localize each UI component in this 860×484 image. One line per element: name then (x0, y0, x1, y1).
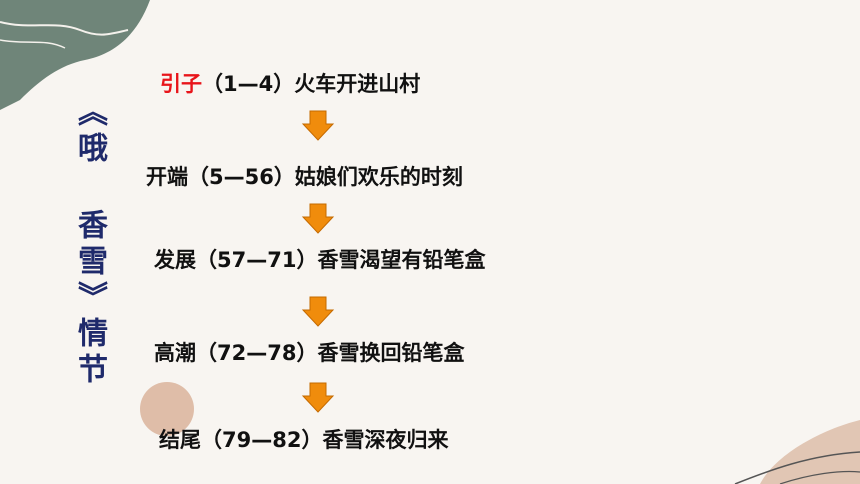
down-arrow-icon (301, 203, 335, 234)
step-label: 开端 (146, 165, 188, 189)
step-prologue: 引子（1—4）火车开进山村 (160, 68, 420, 98)
down-arrow-icon (301, 296, 335, 327)
step-label: 结尾 (159, 428, 201, 452)
step-text: （5—56）姑娘们欢乐的时刻 (188, 165, 463, 189)
step-text: （1—4）火车开进山村 (202, 72, 421, 96)
step-ending: 结尾（79—82）香雪深夜归来 (159, 424, 448, 454)
step-beginning: 开端（5—56）姑娘们欢乐的时刻 (146, 161, 463, 191)
step-text: （79—82）香雪深夜归来 (201, 428, 449, 452)
step-development: 发展（57—71）香雪渴望有铅笔盒 (154, 244, 485, 274)
down-arrow-icon (301, 382, 335, 413)
step-text: （57—71）香雪渴望有铅笔盒 (196, 248, 486, 272)
step-label: 高潮 (154, 341, 196, 365)
step-climax: 高潮（72—78）香雪换回铅笔盒 (154, 337, 464, 367)
down-arrow-icon (301, 110, 335, 141)
step-label: 发展 (154, 248, 196, 272)
step-label: 引子 (160, 72, 202, 96)
page-title: 《哦 香雪》情节 (72, 96, 107, 389)
step-text: （72—78）香雪换回铅笔盒 (196, 341, 465, 365)
